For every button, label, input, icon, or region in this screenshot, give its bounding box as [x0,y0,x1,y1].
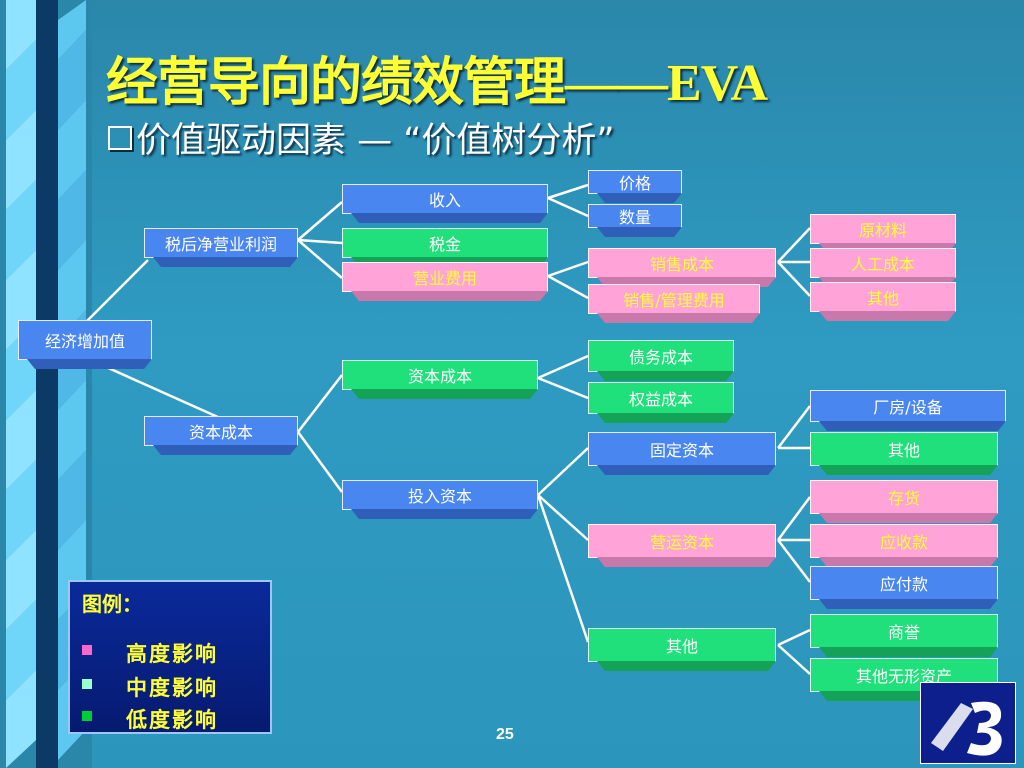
node-label: 销售成本 [649,255,714,274]
node-label: 其他无形资产 [855,667,952,686]
node-payables: 应付款 [810,566,998,600]
title-main: 经营导向的绩效管理 [106,52,566,113]
connector [547,260,589,278]
legend-label: 中度影响 [126,676,218,700]
node-label: 经济增加值 [44,332,125,351]
node-label: 原材料 [858,221,907,240]
node-revenue: 收入 [342,184,548,214]
page-number: 25 [496,726,514,743]
node-cost-of-capital: 资本成本 [342,360,538,390]
node-label: 其他 [866,289,899,308]
node-debt-cost: 债务成本 [588,340,734,372]
connector [85,259,149,323]
node-label: 应收款 [879,533,928,552]
node-goodwill: 商誉 [810,614,998,648]
connector [776,496,812,541]
connector [777,261,811,297]
connector [547,196,589,218]
legend-swatch-medium [82,679,92,689]
legend-swatch-low [82,711,92,721]
node-label: 权益成本 [628,390,693,409]
node-label: 投入资本 [407,487,472,506]
connector [777,539,811,583]
subtitle: 价值驱动因素 — “价值树分析” [108,112,615,163]
node-label: 固定资本 [649,441,714,460]
node-label: 收入 [428,191,461,210]
node-capital-cost: 资本成本 [144,416,298,446]
node-label: 资本成本 [188,423,253,442]
legend-swatch-high [82,645,92,655]
legend-item-high: 高度影响 [82,638,218,668]
node-other-assets: 其他 [588,628,776,662]
checkbox-bullet-icon [108,126,132,150]
node-materials: 原材料 [810,214,956,244]
node-label: 税后净营业利润 [164,235,277,254]
connector [537,447,589,496]
node-opex: 营业费用 [342,262,548,292]
node-label: 价格 [618,174,651,193]
connector [297,374,343,433]
node-sga: 销售/管理费用 [588,284,760,314]
connector [777,628,811,647]
node-label: 债务成本 [628,348,693,367]
node-label: 资本成本 [407,367,472,386]
node-other-cost: 其他 [810,282,956,312]
connector [777,405,811,449]
title-suffix: ——EVA [565,55,768,112]
connector [297,201,343,241]
node-label: 厂房/设备 [873,398,943,417]
node-working-capital: 营运资本 [588,524,776,558]
connector [777,644,811,675]
legend-item-medium: 中度影响 [82,672,218,702]
node-fixed-assets: 固定资本 [588,432,776,466]
page-title: 经营导向的绩效管理——EVA [106,40,768,115]
node-label: 税金 [428,235,461,254]
node-price: 价格 [588,170,682,194]
node-labor: 人工成本 [810,248,956,278]
node-fixed-other: 其他 [810,432,998,466]
connector [537,354,589,380]
node-equity-cost: 权益成本 [588,382,734,414]
connector [537,376,589,400]
connector [547,183,589,200]
node-label: 应付款 [879,575,928,594]
brand-logo [920,682,1016,764]
legend-label: 低度影响 [126,708,218,732]
node-cogs: 销售成本 [588,248,776,278]
logo-mark-icon [931,701,1002,756]
node-label: 人工成本 [850,255,915,274]
node-label: 其他 [665,637,698,656]
node-inventory: 存货 [810,480,998,514]
node-receivables: 应收款 [810,524,998,558]
legend-title: 图例： [82,592,142,616]
node-label: 营业费用 [412,269,477,288]
node-label: 数量 [618,208,651,227]
node-label: 存货 [887,489,920,508]
node-tax: 税金 [342,228,548,258]
legend-item-low: 低度影响 [82,704,218,734]
legend-label: 高度影响 [126,642,218,666]
connector [297,238,343,245]
subtitle-text: 价值驱动因素 — “价值树分析” [136,121,615,161]
node-label: 商誉 [887,623,920,642]
legend: 图例： 高度影响 中度影响 低度影响 [68,580,272,734]
node-invested-capital: 投入资本 [342,480,538,510]
node-eva: 经济增加值 [18,320,152,360]
node-quantity: 数量 [588,204,682,228]
connector [547,274,589,300]
node-label: 其他 [887,441,920,460]
node-plant: 厂房/设备 [810,390,1006,422]
node-nopat: 税后净营业利润 [144,228,298,258]
connector [296,431,344,493]
node-label: 营运资本 [649,533,714,552]
connector [536,494,590,643]
connector [777,227,811,263]
connector [297,239,343,279]
connector [537,494,589,541]
node-label: 销售/管理费用 [623,291,725,310]
